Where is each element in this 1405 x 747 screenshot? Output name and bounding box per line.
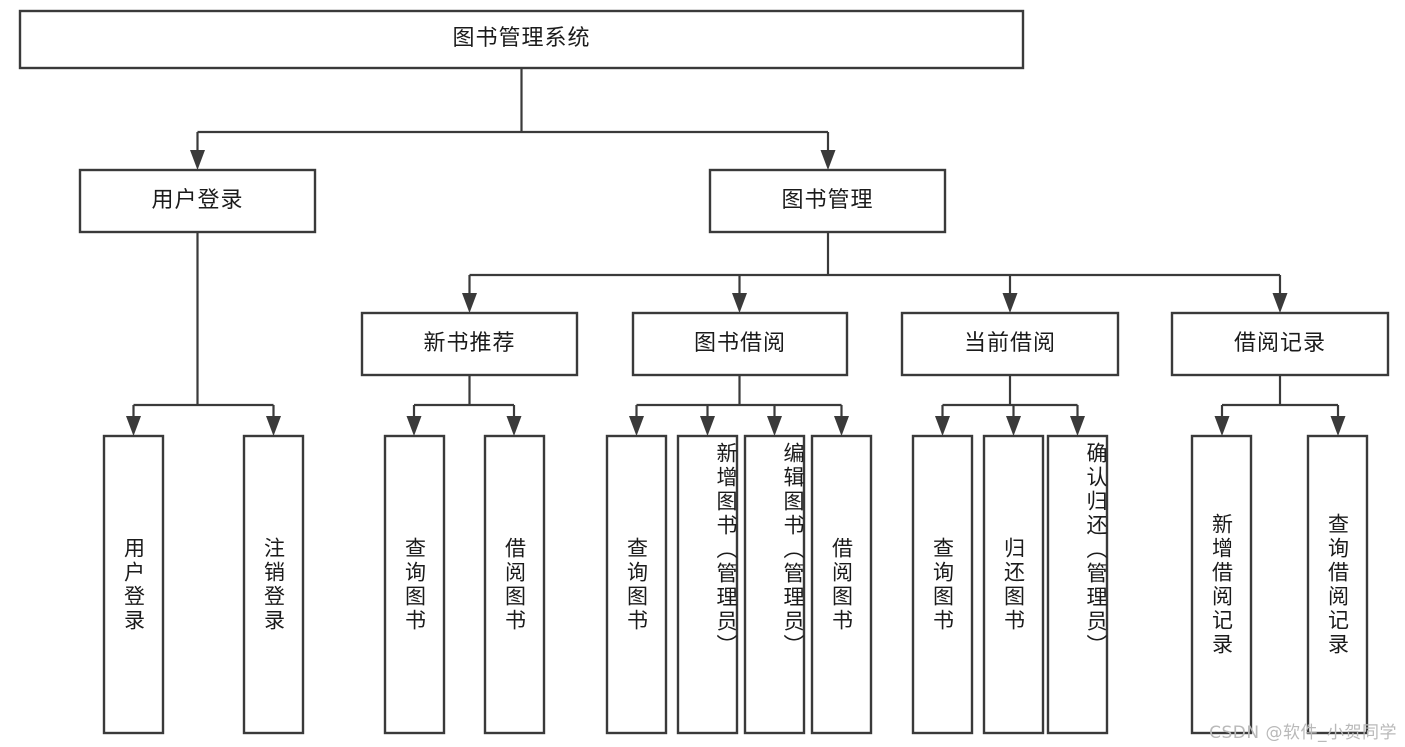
node-box-leaf-add-record[interactable]	[1190, 434, 1253, 735]
connector-group-new-book-recommend	[406, 375, 522, 436]
node-box-borrow-record[interactable]	[1170, 311, 1390, 377]
node-box-leaf-logout[interactable]	[242, 434, 305, 735]
node-box-leaf-query-book-3[interactable]	[911, 434, 974, 735]
arrow-head-leaf-add-book	[700, 416, 715, 436]
node-box-leaf-query-book-2[interactable]	[605, 434, 668, 735]
arrow-head-leaf-logout	[266, 416, 281, 436]
connector-group-book-borrow	[629, 375, 849, 436]
connector-group-root	[190, 68, 836, 170]
arrow-head-leaf-query-book-1	[406, 416, 422, 436]
arrow-head-leaf-borrow-book-1	[506, 416, 522, 436]
arrow-head-leaf-add-record	[1214, 416, 1230, 436]
connector-group-current-borrow	[935, 375, 1085, 436]
node-box-leaf-borrow-book-2[interactable]	[810, 434, 873, 735]
arrow-head-book-mgmt	[820, 150, 836, 170]
node-box-new-book-recommend[interactable]	[360, 311, 579, 377]
arrow-head-leaf-query-book-3	[935, 416, 950, 436]
node-box-current-borrow[interactable]	[900, 311, 1120, 377]
node-box-leaf-edit-book[interactable]	[743, 434, 806, 735]
arrow-head-leaf-confirm-return	[1070, 416, 1085, 436]
arrow-head-user-login	[190, 150, 205, 170]
connector-group-book-mgmt	[462, 232, 1288, 313]
node-box-user-login[interactable]	[78, 168, 317, 234]
node-box-leaf-borrow-book-1[interactable]	[483, 434, 546, 735]
arrow-head-borrow-record	[1272, 293, 1288, 313]
arrow-head-leaf-query-record	[1330, 416, 1346, 436]
node-box-leaf-return-book[interactable]	[982, 434, 1045, 735]
node-box-leaf-add-book[interactable]	[676, 434, 739, 735]
arrow-head-book-borrow	[732, 293, 747, 313]
node-box-leaf-confirm-return[interactable]	[1046, 434, 1109, 735]
arrow-head-leaf-user-login	[126, 416, 141, 436]
arrow-head-new-book-recommend	[462, 293, 477, 313]
node-box-leaf-query-record[interactable]	[1306, 434, 1369, 735]
node-box-root[interactable]	[18, 9, 1025, 70]
arrow-head-leaf-edit-book	[767, 416, 782, 436]
arrow-head-leaf-borrow-book-2	[834, 416, 849, 436]
connector-group-borrow-record	[1214, 375, 1346, 436]
arrow-head-current-borrow	[1002, 293, 1018, 313]
node-box-book-management[interactable]	[708, 168, 947, 234]
arrow-head-leaf-query-book-2	[629, 416, 644, 436]
connector-group-user-login	[126, 232, 281, 436]
node-box-leaf-query-book-1[interactable]	[383, 434, 446, 735]
node-box-book-borrow[interactable]	[631, 311, 849, 377]
watermark: CSDN @软件_小贺同学	[1209, 723, 1397, 743]
node-box-leaf-user-login[interactable]	[102, 434, 165, 735]
arrow-head-leaf-return-book	[1006, 416, 1021, 436]
